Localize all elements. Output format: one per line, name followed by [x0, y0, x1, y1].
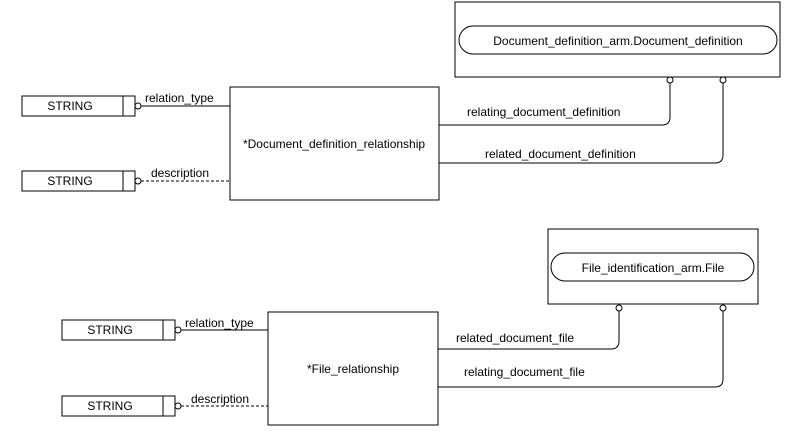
rel-related-line: [439, 80, 724, 164]
rel-related-label: related_document_definition: [485, 147, 636, 161]
string-type-label: STRING: [87, 399, 132, 413]
string-type-label: STRING: [47, 174, 92, 188]
entity-label: *Document_definition_relationship: [243, 137, 425, 151]
rel-relating-line: [439, 80, 671, 126]
rel-relating-file-end-circle: [719, 304, 727, 312]
string-type-label: STRING: [47, 99, 92, 113]
rel-related-file-line: [438, 308, 620, 350]
attr-description-end-circle: [174, 402, 182, 410]
ref-entity-label: Document_definition_arm.Document_definit…: [493, 34, 742, 48]
ref-entity-label: File_identification_arm.File: [582, 261, 725, 275]
diagram-file-relationship: File_identification_arm.File *File_relat…: [61, 228, 759, 426]
entity-box[interactable]: [229, 86, 440, 201]
rel-relating-file-line: [438, 308, 724, 388]
attr-description-end-circle: [134, 177, 142, 185]
entity-label: *File_relationship: [307, 362, 399, 376]
rel-related-end-circle: [719, 76, 727, 84]
attr-description-label: description: [191, 392, 249, 406]
attr-relation-type-label: relation_type: [145, 91, 214, 105]
entity-box[interactable]: [267, 311, 439, 426]
rel-relating-file-label: relating_document_file: [464, 365, 585, 379]
rel-relating-end-circle: [666, 76, 674, 84]
ref-entity-pill: [550, 252, 755, 282]
attr-description-label: description: [151, 166, 209, 180]
ref-entity-pill: [458, 25, 778, 55]
string-type-label: STRING: [87, 323, 132, 337]
rel-related-file-end-circle: [615, 304, 623, 312]
attr-relation-type-end-circle: [174, 326, 182, 334]
rel-related-file-label: related_document_file: [456, 331, 574, 345]
rel-relating-label: relating_document_definition: [467, 105, 620, 119]
attr-relation-type-end-circle: [134, 102, 142, 110]
attr-relation-type-label: relation_type: [185, 316, 254, 330]
diagram-document-definition-relationship: Document_definition_arm.Document_definit…: [21, 1, 781, 201]
